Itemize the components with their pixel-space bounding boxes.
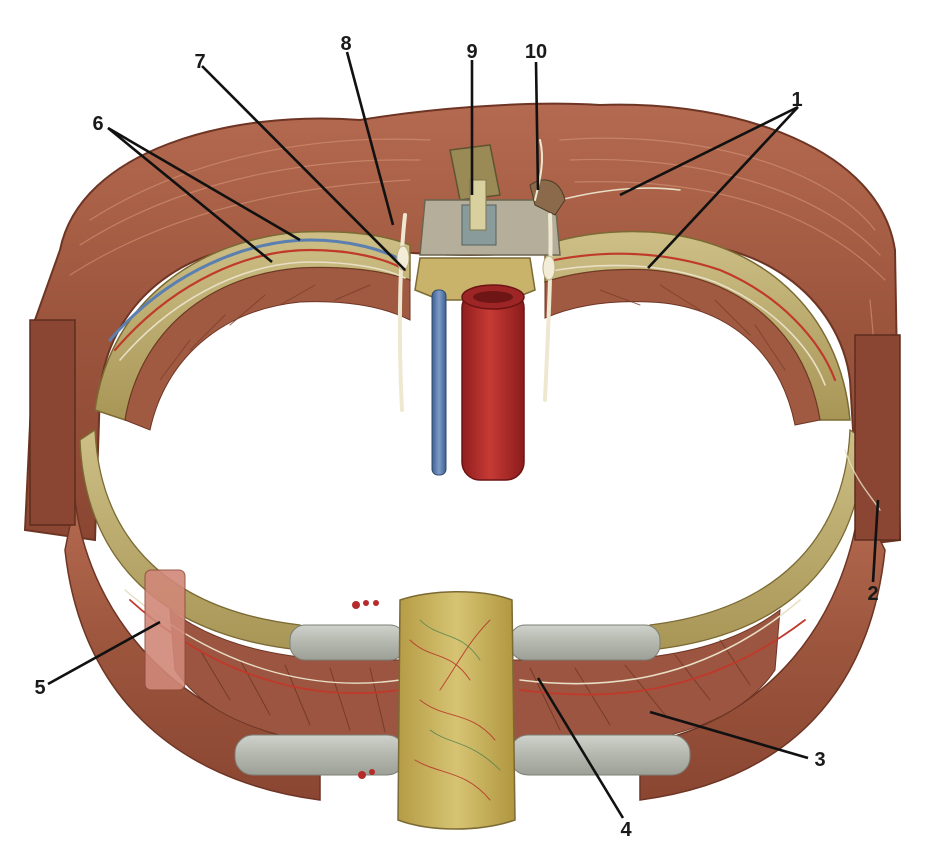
costal-cartilage-right-upper (509, 624, 661, 661)
intercostal-fibers-front (199, 639, 751, 733)
intercostal-fibers-back (159, 284, 786, 381)
leader-6b (107, 126, 273, 264)
label-10: 10 (525, 41, 547, 63)
intercostal-muscle-right-upper (544, 269, 821, 426)
label-7: 7 (194, 51, 205, 73)
leader-6a (107, 126, 301, 242)
perforating-vessels (352, 600, 379, 779)
label-2: 2 (867, 583, 878, 605)
label-3: 3 (814, 749, 825, 771)
label-5: 5 (34, 677, 45, 699)
label-8: 8 (340, 33, 351, 55)
costal-cartilage-left-upper (289, 624, 406, 661)
leader-8 (345, 51, 395, 226)
leader-5 (47, 620, 161, 686)
back-muscle-fibers (44, 137, 886, 531)
leader-2 (871, 499, 880, 583)
sternum (397, 591, 516, 830)
vertebra (414, 144, 566, 301)
leader-7 (201, 65, 406, 271)
spinal-cord (469, 179, 487, 231)
label-4: 4 (620, 819, 632, 841)
callout-labels: 1 2 3 4 5 6 7 8 9 10 (34, 33, 878, 841)
label-9: 9 (466, 41, 477, 63)
leader-3 (649, 710, 809, 760)
thoracic-aorta (461, 284, 525, 481)
leader-4 (536, 677, 625, 819)
sympathetic-ganglion-right (542, 255, 556, 281)
intercostal-vessels-left (108, 238, 407, 361)
leader-1a (619, 105, 799, 197)
muscle-patch-left (144, 569, 186, 691)
intercostal-vessels-right (543, 187, 837, 386)
azygos-vein (431, 289, 447, 476)
costal-cartilage-right-lower (509, 734, 691, 776)
leader-10 (534, 61, 540, 191)
sympathetic-trunk (396, 139, 556, 412)
spinous-process (449, 144, 501, 201)
intercostal-muscle-left-upper (124, 267, 411, 431)
leader-1b (647, 106, 799, 269)
lateral-wall-cut-left (29, 319, 76, 526)
leader-lines (47, 51, 880, 819)
label-6: 6 (92, 113, 103, 135)
label-1: 1 (791, 89, 802, 111)
costal-cartilage-left-lower (234, 734, 406, 776)
